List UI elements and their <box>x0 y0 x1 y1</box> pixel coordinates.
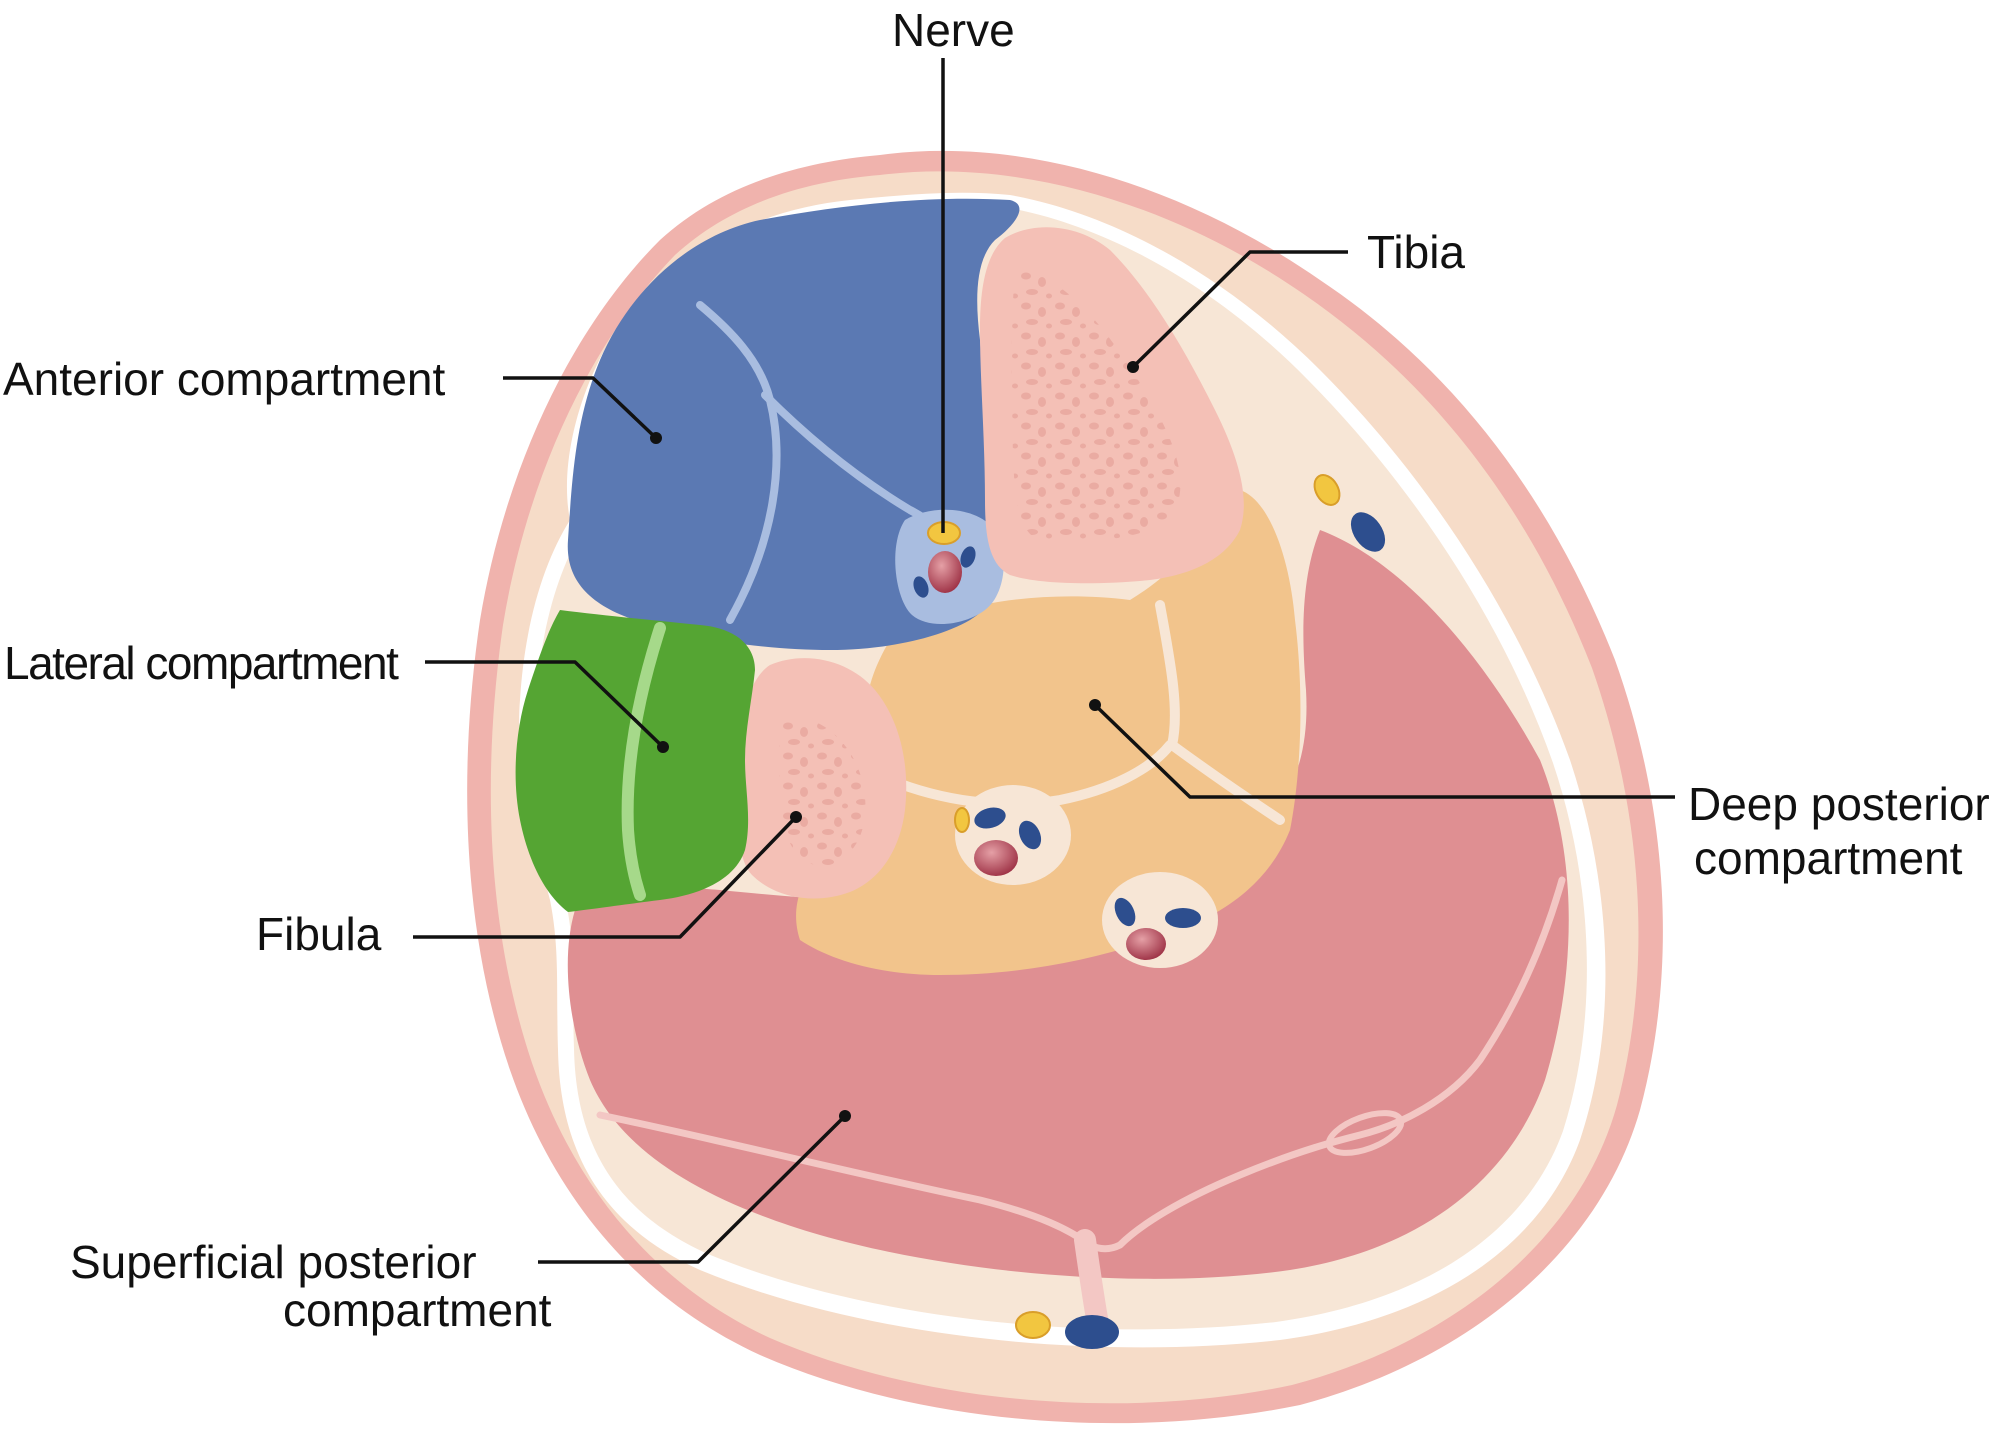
deep-vessel-pocket-upper <box>955 785 1071 885</box>
lateral-septum <box>621 622 666 901</box>
tibia-dot <box>1127 361 1139 373</box>
superficial-posterior-dot <box>839 1110 851 1122</box>
tibia-leader <box>1131 250 1348 369</box>
anterior-septum-a <box>696 301 781 624</box>
fibula-pores <box>779 717 866 866</box>
peroneal-vein-left <box>974 807 1006 829</box>
label-lateral-compartment: Lateral compartment <box>4 637 399 689</box>
peroneal-nerve <box>954 807 970 833</box>
deep-posterior-compartment <box>796 490 1301 975</box>
fibula-leader <box>413 815 798 939</box>
label-superficial-posterior-line1: Superficial posterior <box>70 1236 477 1288</box>
label-nerve: Nerve <box>892 4 1015 56</box>
peroneal-vein-right <box>1018 820 1042 850</box>
label-tibia: Tibia <box>1367 226 1465 278</box>
anterior-dot <box>650 432 662 444</box>
anterior-artery <box>928 551 962 593</box>
great-saphenous-vein <box>1350 512 1386 552</box>
lateral-dot <box>657 741 669 753</box>
label-superficial-posterior-line2: compartment <box>283 1284 552 1336</box>
fibula-dot <box>790 811 802 823</box>
deep-posterior-leader <box>1093 703 1675 799</box>
label-deep-posterior-line2: compartment <box>1694 832 1963 884</box>
saphenous-nerve <box>1313 474 1341 506</box>
sural-nerve <box>1015 1311 1051 1339</box>
deep-posterior-septum <box>885 600 1285 825</box>
posterior-tibial-vein-right <box>1165 908 1201 928</box>
anterior-vein-right <box>960 546 976 568</box>
deep-posterior-dot <box>1089 699 1101 711</box>
superficial-septum-loop <box>1325 1110 1405 1156</box>
anterior-vein-left <box>913 576 929 598</box>
label-fibula: Fibula <box>256 908 382 960</box>
superficial-posterior-leader <box>538 1114 847 1264</box>
label-anterior-compartment: Anterior compartment <box>3 353 445 405</box>
superficial-septum-lower <box>596 876 1566 1253</box>
tibia-pores <box>1011 270 1181 542</box>
posterior-tibial-vein-left <box>1114 897 1136 927</box>
lateral-leader <box>425 660 665 749</box>
peroneal-artery <box>974 840 1018 876</box>
posterior-tibial-artery <box>1126 928 1166 960</box>
small-saphenous-vein <box>1065 1315 1119 1349</box>
anterior-leader <box>503 376 658 440</box>
label-deep-posterior-line1: Deep posterior <box>1688 778 1990 830</box>
